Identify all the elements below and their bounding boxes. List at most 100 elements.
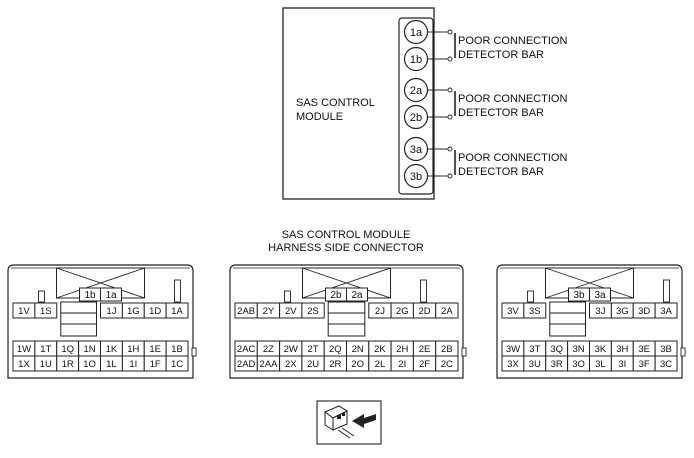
pin-cell-2C <box>435 355 459 372</box>
pin-label: 3N <box>572 344 584 355</box>
pin-label: 2U <box>307 359 319 370</box>
pin-cell-2A <box>435 302 459 319</box>
pin-label: 3X <box>507 359 519 370</box>
pin-label: 2G <box>396 306 409 317</box>
pin-label: 2AA <box>259 359 278 370</box>
pin-cell-3A <box>654 302 678 319</box>
connector-title-line2: HARNESS SIDE CONNECTOR <box>268 242 424 254</box>
pin-label: 3V <box>507 306 519 317</box>
pin-label: 3B <box>660 344 672 355</box>
module-pin-label: 1a <box>410 27 423 39</box>
pin-cell-3S <box>523 302 547 319</box>
top-pin-label: 3a <box>594 290 606 301</box>
top-pin-2a <box>346 287 368 302</box>
pin-label: 2C <box>441 359 453 370</box>
pin-label: 2E <box>419 344 431 355</box>
pin-label: 2N <box>352 344 364 355</box>
detector-label-line1: POOR CONNECTION <box>458 152 567 164</box>
pin-cell-1A <box>165 302 189 319</box>
module-label-line1: SAS CONTROL <box>296 97 375 109</box>
pin-label: 1O <box>83 359 96 370</box>
pin-label: 1A <box>171 306 183 317</box>
pin-label: 3L <box>595 359 606 370</box>
pin-label: 3Q <box>550 344 563 355</box>
pin-label: 2AB <box>237 306 255 317</box>
harness-side-view-icon <box>316 400 382 445</box>
pin-label: 1W <box>17 344 31 355</box>
detector-labels: POOR CONNECTION DETECTOR BAR POOR CONNECTI… <box>427 29 567 179</box>
pin-label: 3R <box>551 359 563 370</box>
pin-label: 3W <box>506 344 520 355</box>
pin-label: 3T <box>529 344 540 355</box>
pin-cell-1C <box>165 355 189 372</box>
connector-key-block <box>549 301 586 337</box>
pin-label: 3D <box>638 306 650 317</box>
pin-label: 1D <box>149 306 161 317</box>
pin-label: 1I <box>129 359 137 370</box>
pin-label: 2Z <box>263 344 274 355</box>
pin-label: 3H <box>616 344 628 355</box>
pin-label: 3F <box>639 359 650 370</box>
pin-label: 1F <box>150 359 161 370</box>
pin-label: 2T <box>308 344 319 355</box>
pin-label: 2AC <box>237 344 256 355</box>
top-pin-label: 2a <box>351 290 363 301</box>
pin-label: 2Y <box>263 306 275 317</box>
top-pin-label: 1b <box>84 290 96 301</box>
pin-cell-1S <box>34 302 58 319</box>
pin-label: 3E <box>638 344 650 355</box>
pin-label: 2R <box>329 359 341 370</box>
pin-label: 3C <box>660 359 672 370</box>
arrow-icon <box>352 414 376 428</box>
pin-label: 2A <box>441 306 453 317</box>
connector-side-latch <box>680 347 686 357</box>
pin-label: 3S <box>529 306 541 317</box>
detector-label-line2: DETECTOR BAR <box>458 166 544 178</box>
pin-label: 3A <box>660 306 672 317</box>
detector-label-line1: POOR CONNECTION <box>458 35 567 47</box>
pin-label: 2K <box>374 344 386 355</box>
pin-label: 2Q <box>329 344 342 355</box>
pin-label: 2J <box>375 306 385 317</box>
pin-label: 2I <box>398 359 406 370</box>
pin-label: 1X <box>18 359 30 370</box>
pin-cell-3C <box>654 355 678 372</box>
pin-cell-2S <box>301 302 325 319</box>
pin-label: 2O <box>351 359 364 370</box>
pin-label: 2W <box>284 344 298 355</box>
pin-label: 1V <box>18 306 30 317</box>
pin-label: 3O <box>572 359 585 370</box>
pin-label: 1U <box>40 359 52 370</box>
module-pin-label: 3b <box>410 171 422 183</box>
pin-label: 2S <box>307 306 319 317</box>
pin-label: 1H <box>127 344 139 355</box>
module-pin-label: 1b <box>410 54 422 66</box>
pin-label: 1N <box>83 344 95 355</box>
top-pin-label: 2b <box>330 290 342 301</box>
pin-label: 3U <box>529 359 541 370</box>
connector-side-latch <box>461 347 467 357</box>
top-pin-label: 1a <box>105 290 117 301</box>
pin-label: 1R <box>62 359 74 370</box>
top-pin-label: 3b <box>573 290 585 301</box>
top-pin-3a <box>589 287 611 302</box>
connector-title-line1: SAS CONTROL MODULE <box>282 229 411 241</box>
pin-label: 1K <box>106 344 118 355</box>
module-label-line2: MODULE <box>296 111 343 123</box>
detector-label-line2: DETECTOR BAR <box>458 49 544 61</box>
pin-label: 1G <box>127 306 140 317</box>
pin-label: 3G <box>616 306 629 317</box>
pin-label: 2D <box>418 306 430 317</box>
pin-label: 2X <box>285 359 297 370</box>
pin-label: 1T <box>40 344 51 355</box>
detector-label-line2: DETECTOR BAR <box>458 107 544 119</box>
connector-key-block <box>327 301 366 337</box>
pin-label: 1S <box>40 306 52 317</box>
pin-label: 2F <box>419 359 430 370</box>
